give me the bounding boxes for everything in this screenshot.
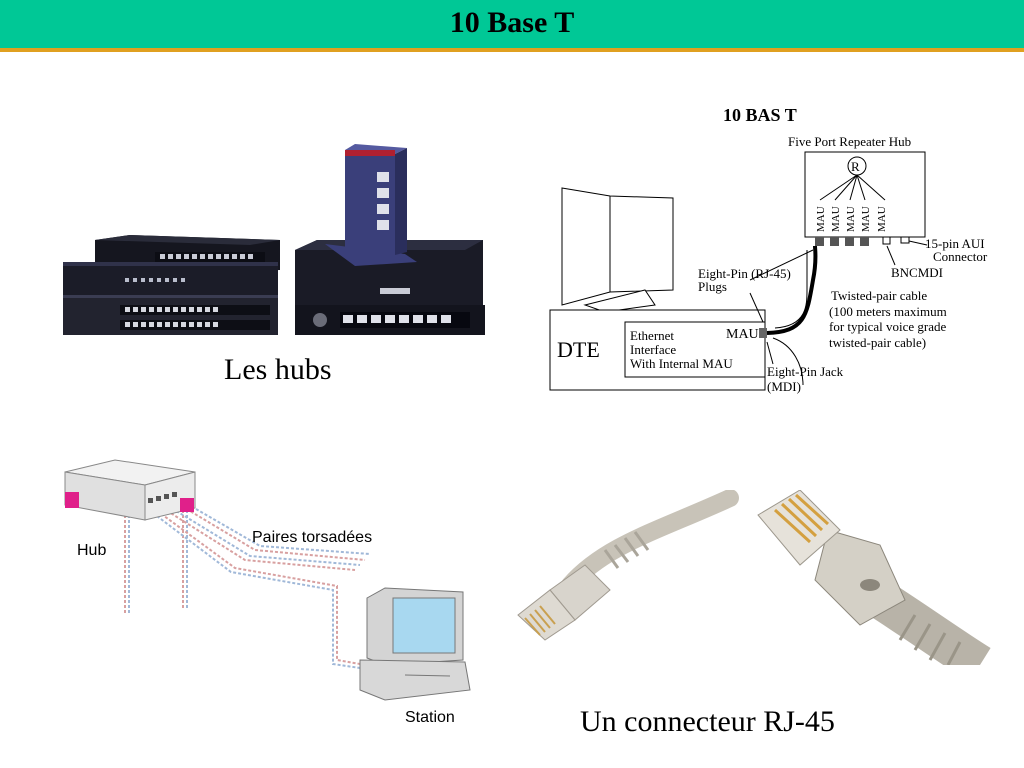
hub-device	[295, 240, 485, 335]
aui-connector-label: Connector	[933, 249, 988, 264]
title-bar	[0, 0, 1024, 52]
monitor-outline	[561, 187, 674, 313]
station-computer	[359, 587, 471, 701]
twisted-pair-cable	[766, 245, 818, 335]
repeater-hub-label: Five Port Repeater Hub	[788, 134, 911, 149]
station-label: Station	[405, 709, 455, 726]
connector-caption: Un connecteur RJ-45	[580, 705, 835, 738]
rj45-connector-photo	[517, 489, 739, 641]
jack-label: Eight-Pin Jack	[767, 364, 844, 379]
ethernet-interface-box	[624, 321, 766, 378]
10bast-schematic: 10 BAS T Five Port Repeater Hub R MAU MA…	[545, 100, 1015, 400]
hub-port-jacks	[815, 236, 910, 246]
cable-label: for typical voice grade	[829, 319, 947, 334]
rj45-connector-photo	[757, 489, 1000, 682]
mau-port-label: MAU	[845, 206, 857, 232]
hub-device	[63, 295, 278, 335]
repeater-letter: R	[851, 159, 860, 174]
ethernet-interface-label: With Internal MAU	[630, 356, 733, 371]
mau-port-label: MAU	[876, 206, 888, 232]
cable-label: Twisted-pair cable	[831, 288, 927, 303]
hub-device	[63, 262, 278, 295]
cable-label: Paires torsadées	[252, 529, 372, 546]
mau-label: MAU	[726, 327, 759, 342]
plugs-label: Plugs	[698, 279, 727, 294]
aui-connector-label: 15-pin AUI	[925, 236, 985, 251]
plugs-label: Eight-Pin (RJ-45)	[698, 266, 791, 281]
cable-label: twisted-pair cable)	[829, 335, 926, 350]
hub-device	[325, 144, 417, 266]
schematic-heading: 10 BAS T	[723, 105, 797, 125]
mau-port-label: MAU	[830, 206, 842, 232]
network-illustration: Hub Paires torsadées Station	[55, 450, 495, 730]
mau-port-label: MAU	[815, 206, 827, 232]
jack-label: (MDI)	[767, 379, 801, 394]
hubs-photo	[55, 140, 495, 340]
bnc-mdi-label: BNCMDI	[891, 265, 943, 280]
ethernet-interface-label: Interface	[630, 342, 676, 357]
mau-port-label: MAU	[860, 206, 872, 232]
hub-box	[64, 459, 196, 521]
twisted-pair-cables	[124, 493, 371, 669]
slide-title: 10 Base T	[449, 6, 575, 39]
cable-label: (100 meters maximum	[829, 304, 947, 319]
rj45-photos	[510, 489, 1000, 682]
ethernet-interface-label: Ethernet	[630, 328, 674, 343]
dte-label: DTE	[557, 337, 600, 362]
hubs-caption: Les hubs	[224, 353, 332, 386]
hub-label: Hub	[77, 542, 106, 559]
